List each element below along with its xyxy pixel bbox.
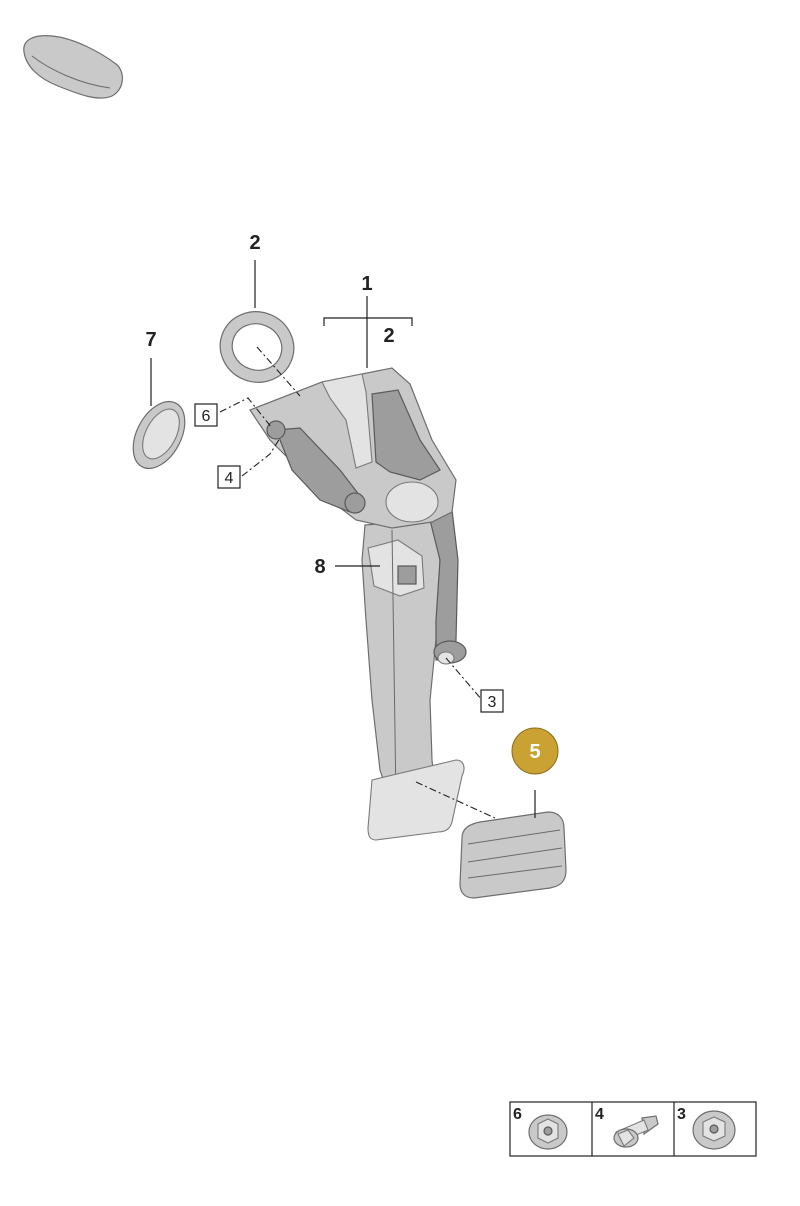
flange-bolt-icon	[613, 1115, 659, 1148]
legend-number-4: 4	[595, 1106, 604, 1123]
assembly-line-6	[219, 397, 273, 429]
car-thumbnail-icon	[23, 35, 123, 99]
flange-nut-icon	[528, 1114, 568, 1150]
callout-5: 5	[529, 741, 540, 763]
callout-3: 3	[488, 694, 497, 711]
assembly-line-ring	[256, 346, 301, 397]
legend-number-3: 3	[677, 1106, 686, 1123]
callout-4: 4	[225, 470, 234, 487]
callout-box-4: 4	[217, 465, 241, 489]
callout-box-6: 6	[194, 403, 218, 427]
callout-1: 1	[361, 273, 372, 295]
pedal-plate	[367, 759, 465, 841]
callout-2-bracket: 2	[383, 325, 394, 347]
pedal-pad	[459, 811, 567, 899]
callout-2-top: 2	[249, 232, 260, 254]
callout-7: 7	[145, 329, 156, 351]
assembly-line-4	[241, 437, 281, 477]
legend-number-6: 6	[513, 1106, 522, 1123]
flange-nut-icon-2	[692, 1110, 736, 1150]
callout-8: 8	[314, 556, 325, 578]
assembly-line-3	[445, 657, 483, 701]
fastener-legend: 6 4 3	[509, 1101, 757, 1157]
bracket-1-2	[323, 317, 413, 326]
pedal-assembly	[249, 367, 467, 807]
cap-part	[132, 400, 186, 470]
callout-5-badge[interactable]: 5	[511, 727, 559, 775]
callout-6: 6	[202, 408, 211, 425]
callout-box-3: 3	[480, 689, 504, 713]
